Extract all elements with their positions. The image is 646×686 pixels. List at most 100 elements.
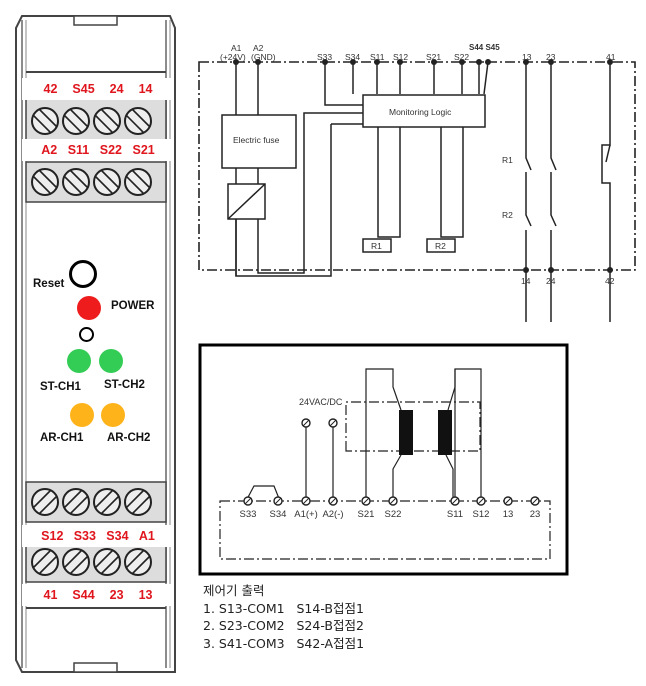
terminal-label: 14 <box>138 82 153 96</box>
st-ch2-led <box>99 349 123 373</box>
terminal-label: 13 <box>522 52 532 62</box>
sensor-coil-2 <box>438 410 452 455</box>
notes-line: 1. S13-COM1 S14-B접점1 <box>203 600 364 616</box>
monitoring-logic-box <box>362 94 486 128</box>
terminal-screw[interactable] <box>93 168 121 196</box>
terminal-screw <box>243 496 253 506</box>
terminal-screw[interactable] <box>31 488 59 516</box>
terminal-label: S11 <box>447 509 463 520</box>
terminal-sublabel: (GND) <box>251 52 276 62</box>
device-housing <box>15 15 176 673</box>
terminal-screw <box>328 496 338 506</box>
terminal-screw[interactable] <box>62 107 90 135</box>
control-output-notes: 제어기 출력 1. S13-COM1 S14-B접점1 2. S23-COM2 … <box>203 582 364 652</box>
terminal-label: A2 <box>253 43 264 53</box>
terminal-label: S21 <box>358 509 375 520</box>
terminal-label: 23 <box>530 509 541 520</box>
terminal-label: S22 <box>99 143 122 157</box>
terminal-label: S33 <box>73 529 96 543</box>
terminal-label: S44 S45 <box>469 43 500 52</box>
terminal-screw <box>301 496 311 506</box>
terminal-screw <box>503 496 513 506</box>
terminal-label: S33 <box>317 52 332 62</box>
terminal-screw <box>361 496 371 506</box>
terminal-label: S12 <box>473 509 490 520</box>
terminal-label: 23 <box>546 52 556 62</box>
st-ch1-label: ST-CH1 <box>40 381 81 393</box>
ar-ch2-label: AR-CH2 <box>107 432 151 444</box>
relay-r2-box <box>426 238 456 253</box>
ar-ch1-label: AR-CH1 <box>40 432 84 444</box>
electric-fuse-box <box>221 114 297 169</box>
relay-r1-box <box>362 238 392 253</box>
terminal-screw[interactable] <box>62 168 90 196</box>
indicator-ring <box>79 327 94 342</box>
terminal-label: S21 <box>132 143 155 157</box>
ar-ch1-led <box>70 403 94 427</box>
terminal-label-row-1: 42 S45 24 14 <box>22 78 174 100</box>
terminal-label-row-3: S12 S33 S34 A1 <box>22 525 174 547</box>
terminal-label: 14 <box>521 276 531 286</box>
terminal-screw[interactable] <box>124 548 152 576</box>
notes-title: 제어기 출력 <box>203 583 265 598</box>
terminal-screw <box>450 496 460 506</box>
contact-label: R1 <box>502 155 513 165</box>
terminal-screw <box>530 496 540 506</box>
terminal-label: A1(+) <box>294 509 318 520</box>
notes-line: 3. S41-COM3 S42-A접점1 <box>203 635 365 651</box>
terminal-label: 41 <box>606 52 616 62</box>
relay-label: R1 <box>371 241 382 251</box>
terminal-screw[interactable] <box>124 168 152 196</box>
terminal-label: S33 <box>240 509 257 520</box>
terminal-screw <box>273 496 283 506</box>
terminal-label: 24 <box>546 276 556 286</box>
terminal-sublabel: (+24V) <box>220 52 246 62</box>
terminal-label: S12 <box>393 52 408 62</box>
terminal-label: S34 <box>270 509 287 520</box>
st-ch1-led <box>67 349 91 373</box>
terminal-label: 42 <box>605 276 615 286</box>
terminal-label: 24 <box>109 82 124 96</box>
logic-label: Monitoring Logic <box>389 107 452 117</box>
terminal-label: A1 <box>138 529 155 543</box>
terminal-screw <box>388 496 398 506</box>
contact-label: R2 <box>502 210 513 220</box>
terminal-label: 23 <box>109 588 124 602</box>
terminal-label: S22 <box>454 52 469 62</box>
reset-button[interactable] <box>69 260 97 288</box>
terminal-screw[interactable] <box>124 107 152 135</box>
terminal-screw <box>301 418 311 428</box>
relay-device-front: 42 S45 24 14 A2 S11 S22 S21 S12 S33 S34 … <box>0 0 180 686</box>
terminal-screw <box>476 496 486 506</box>
terminal-screw[interactable] <box>62 548 90 576</box>
terminal-screw <box>328 418 338 428</box>
terminal-screw[interactable] <box>62 488 90 516</box>
terminal-screw[interactable] <box>93 488 121 516</box>
terminal-label: A2(-) <box>322 509 343 520</box>
reset-label: Reset <box>33 278 65 290</box>
terminal-label: 13 <box>503 509 514 520</box>
terminal-screw[interactable] <box>93 548 121 576</box>
fuse-label: Electric fuse <box>233 135 280 145</box>
terminal-label: S11 <box>67 143 90 157</box>
terminal-screw[interactable] <box>31 107 59 135</box>
terminal-label: A1 <box>231 43 242 53</box>
terminal-screw[interactable] <box>31 548 59 576</box>
device-boundary <box>219 500 551 560</box>
sensor-coil-1 <box>399 410 413 455</box>
relay-label: R2 <box>435 241 446 251</box>
terminal-label-row-2: A2 S11 S22 S21 <box>22 139 174 161</box>
block-diagram: A1 A2 (+24V) (GND) S33 S34 S11 S12 S21 S… <box>198 43 636 322</box>
terminal-screw[interactable] <box>31 168 59 196</box>
terminal-label-row-4: 41 S44 23 13 <box>22 584 174 606</box>
supply-label: 24VAC/DC <box>299 397 343 407</box>
terminal-label: 13 <box>138 588 153 602</box>
terminal-label: S34 <box>106 529 129 543</box>
terminal-screw[interactable] <box>124 488 152 516</box>
terminal-label: S34 <box>345 52 360 62</box>
bottom-clip <box>73 662 118 673</box>
terminal-screw[interactable] <box>93 107 121 135</box>
terminal-label: 41 <box>43 588 58 602</box>
dc-converter <box>227 183 266 220</box>
